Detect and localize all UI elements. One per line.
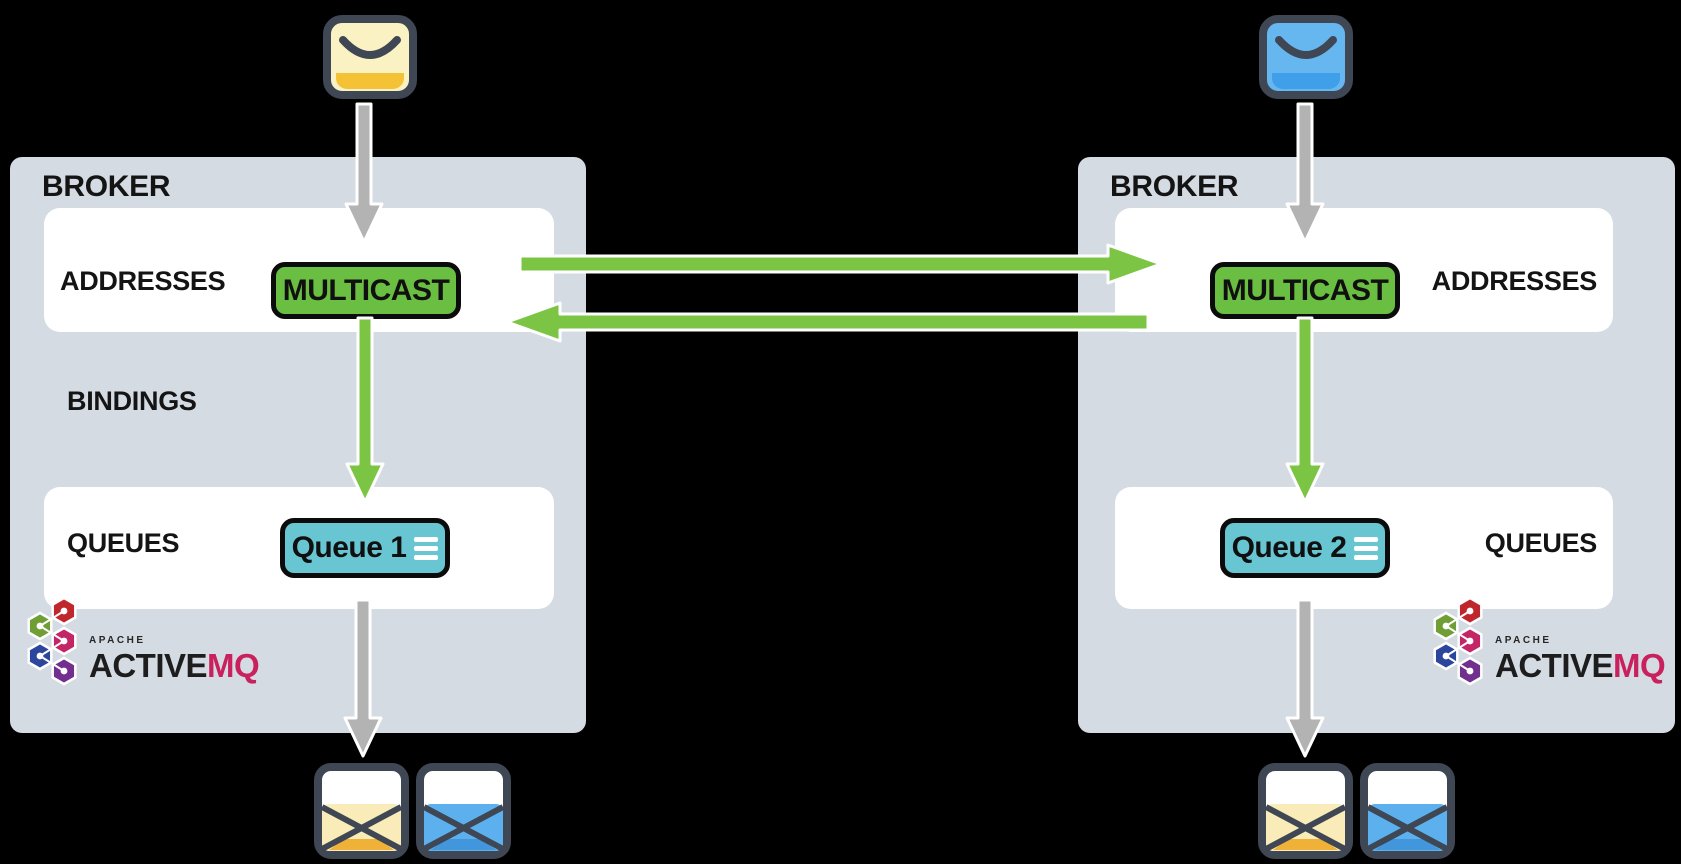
activemq-hexagon-cluster-icon — [1433, 596, 1483, 686]
mq-label: MQ — [1613, 647, 1666, 684]
green-left-arrow-federation — [505, 301, 1150, 343]
broker-left-multicast-badge: MULTICAST — [271, 262, 461, 319]
broker-left-queues-label: QUEUES — [67, 528, 180, 558]
active-label: ACTIVE — [89, 647, 208, 684]
broker-right-queues-panel: Queue 2 QUEUES — [1115, 487, 1613, 609]
gray-down-arrow-right-producer — [1285, 102, 1325, 244]
green-right-arrow-federation — [518, 243, 1163, 285]
envelope-closed-blue-icon — [1258, 14, 1354, 105]
apache-label: APACHE — [89, 635, 146, 646]
envelope-open-yellow-icon — [313, 762, 410, 864]
green-down-arrow-right-binding — [1285, 316, 1325, 504]
gray-down-arrow-left-consumer — [343, 598, 383, 758]
broker-right-multicast-text: MULTICAST — [1221, 273, 1389, 307]
broker-left-multicast-text: MULTICAST — [282, 273, 450, 307]
broker-right-queue2-text: Queue 2 — [1231, 531, 1347, 564]
active-label: ACTIVE — [1495, 647, 1614, 684]
broker-right-addresses-panel: MULTICAST ADDRESSES — [1115, 208, 1613, 332]
envelope-open-yellow-icon — [1257, 762, 1354, 864]
broker-right-addresses-label: ADDRESSES — [1431, 266, 1598, 296]
broker-left-addresses-label: ADDRESSES — [60, 266, 226, 296]
activemq-logo-text: APACHE ACTIVEMQ — [1495, 635, 1666, 684]
broker-right-queues-label: QUEUES — [1484, 528, 1598, 558]
envelope-closed-yellow-icon — [322, 14, 418, 105]
activemq-logo-right: APACHE ACTIVEMQ — [1431, 594, 1666, 690]
gray-down-arrow-left-producer — [344, 102, 384, 244]
activemq-logo-left: APACHE ACTIVEMQ — [25, 594, 260, 690]
mq-label: MQ — [207, 647, 260, 684]
broker-left-queue1-text: Queue 1 — [291, 531, 407, 564]
broker-right-queue2-badge: Queue 2 — [1220, 518, 1390, 578]
broker-left-title: BROKER — [42, 170, 171, 203]
broker-left-queue1-badge: Queue 1 — [280, 518, 450, 578]
gray-down-arrow-right-consumer — [1285, 598, 1325, 758]
activemq-logo-text: APACHE ACTIVEMQ — [89, 635, 260, 684]
envelope-open-blue-icon — [415, 762, 512, 864]
broker-left-queues-panel: QUEUES Queue 1 — [44, 487, 554, 609]
list-lines-icon — [414, 536, 439, 560]
activemq-hexagon-cluster-icon — [27, 596, 77, 686]
broker-right-title: BROKER — [1110, 170, 1239, 203]
broker-right-multicast-badge: MULTICAST — [1210, 262, 1400, 319]
green-down-arrow-left-binding — [345, 316, 385, 504]
broker-left-bindings-label: BINDINGS — [67, 386, 197, 416]
apache-label: APACHE — [1495, 635, 1552, 646]
list-lines-icon — [1354, 536, 1379, 560]
envelope-open-blue-icon — [1359, 762, 1456, 864]
broker-left-addresses-panel: ADDRESSES MULTICAST — [44, 208, 554, 332]
